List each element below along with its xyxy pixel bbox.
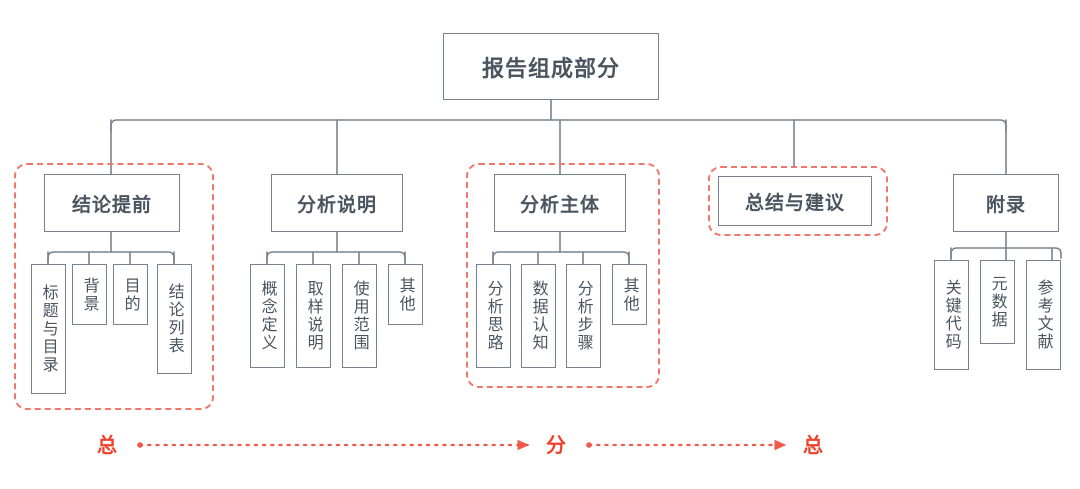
leaf-references[interactable]: 参考文献 bbox=[1026, 260, 1061, 370]
node-conclusion-first-label: 结论提前 bbox=[71, 193, 152, 216]
leaf-background[interactable]: 背景 bbox=[72, 264, 107, 325]
leaf-analysis-approach[interactable]: 分析思路 bbox=[476, 264, 511, 368]
leaf-usage-scope-label: 使用范围 bbox=[350, 280, 370, 352]
leaf-concept-definition[interactable]: 概念定义 bbox=[250, 264, 285, 368]
leaf-other-notes[interactable]: 其他 bbox=[388, 264, 423, 325]
leaf-metadata-label: 元数据 bbox=[988, 275, 1008, 329]
node-summary-advice[interactable]: 总结与建议 bbox=[718, 176, 872, 226]
leaf-purpose-label: 目的 bbox=[121, 276, 141, 313]
node-appendix[interactable]: 附录 bbox=[953, 174, 1059, 232]
leaf-metadata[interactable]: 元数据 bbox=[980, 260, 1015, 344]
flow-marker-fen-label: 分 bbox=[546, 433, 566, 457]
flow-marker-zong-1-label: 总 bbox=[97, 433, 117, 457]
leaf-sampling-note-label: 取样说明 bbox=[304, 280, 324, 352]
node-root[interactable]: 报告组成部分 bbox=[443, 33, 659, 100]
leaf-sampling-note[interactable]: 取样说明 bbox=[296, 264, 331, 368]
leaf-title-and-toc[interactable]: 标题与目录 bbox=[31, 264, 66, 394]
node-analysis-body[interactable]: 分析主体 bbox=[494, 174, 626, 232]
flow-marker-zong-2: 总 bbox=[803, 435, 823, 455]
leaf-other-body-label: 其他 bbox=[620, 276, 640, 313]
node-analysis-notes-label: 分析说明 bbox=[296, 193, 377, 216]
leaf-other-notes-label: 其他 bbox=[396, 276, 416, 313]
flow-marker-fen: 分 bbox=[546, 435, 566, 455]
leaf-key-code-label: 关键代码 bbox=[942, 279, 962, 351]
leaf-analysis-steps[interactable]: 分析步骤 bbox=[566, 264, 601, 368]
flow-marker-zong-1: 总 bbox=[97, 435, 117, 455]
leaf-analysis-steps-label: 分析步骤 bbox=[574, 280, 594, 352]
node-conclusion-first[interactable]: 结论提前 bbox=[44, 174, 180, 232]
leaf-conclusion-list[interactable]: 结论列表 bbox=[157, 264, 192, 374]
leaf-usage-scope[interactable]: 使用范围 bbox=[342, 264, 377, 368]
leaf-references-label: 参考文献 bbox=[1034, 279, 1054, 351]
node-root-label: 报告组成部分 bbox=[481, 56, 620, 82]
leaf-concept-definition-label: 概念定义 bbox=[258, 280, 278, 352]
node-analysis-body-label: 分析主体 bbox=[519, 193, 600, 216]
highlight-group-conclusion-first bbox=[14, 163, 214, 410]
leaf-data-understanding-label: 数据认知 bbox=[529, 280, 549, 352]
highlight-group-summary-advice bbox=[708, 166, 888, 236]
leaf-title-and-toc-label: 标题与目录 bbox=[39, 284, 59, 374]
leaf-key-code[interactable]: 关键代码 bbox=[934, 260, 969, 370]
leaf-other-body[interactable]: 其他 bbox=[612, 264, 647, 325]
node-appendix-label: 附录 bbox=[985, 193, 1026, 216]
leaf-analysis-approach-label: 分析思路 bbox=[484, 280, 504, 352]
leaf-conclusion-list-label: 结论列表 bbox=[165, 283, 185, 355]
node-summary-advice-label: 总结与建议 bbox=[744, 191, 845, 214]
flow-marker-zong-2-label: 总 bbox=[803, 433, 823, 457]
node-analysis-notes[interactable]: 分析说明 bbox=[271, 174, 403, 232]
highlight-group-analysis-body bbox=[466, 163, 660, 388]
leaf-purpose[interactable]: 目的 bbox=[113, 264, 148, 325]
leaf-data-understanding[interactable]: 数据认知 bbox=[521, 264, 556, 368]
leaf-background-label: 背景 bbox=[80, 276, 100, 313]
